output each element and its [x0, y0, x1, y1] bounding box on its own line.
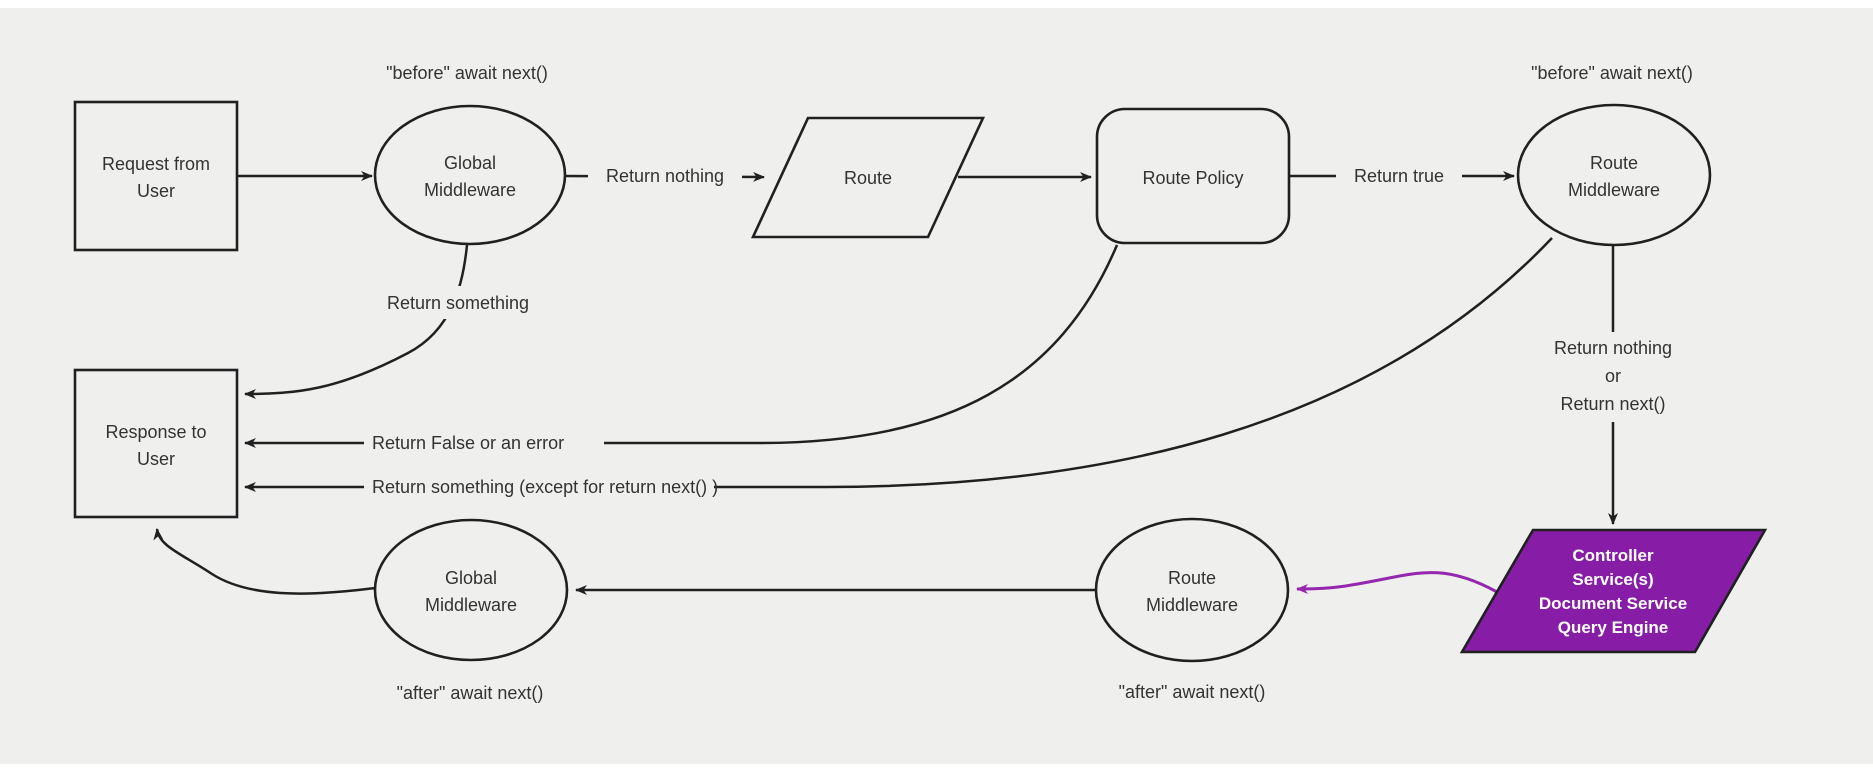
edge-route-middleware-return-something-except: [244, 237, 1553, 492]
global-middleware-bottom-line1: Global: [445, 568, 497, 588]
node-global-middleware-bottom: Global Middleware: [373, 518, 569, 662]
label-return-nothing: Return nothing: [606, 166, 724, 186]
controller-line2: Service(s): [1572, 570, 1653, 589]
global-middleware-bottom-ellipse: [373, 518, 569, 662]
label-bg: [366, 286, 550, 319]
label-return-something-except: Return something (except for return next…: [372, 477, 718, 497]
route-middleware-top-line1: Route: [1590, 153, 1638, 173]
label-before-await-right: "before" await next(): [1531, 63, 1693, 83]
label-after-await-right: "after" await next(): [1119, 682, 1266, 702]
request-label-line1: Request from: [102, 154, 210, 174]
label-return-nothing-or-line2: or: [1605, 366, 1621, 386]
edge-global-middleware-return-something: [244, 244, 469, 399]
edges: [153, 171, 1618, 595]
response-box: [73, 368, 239, 519]
controller-line1: Controller: [1572, 546, 1654, 565]
response-label-line1: Response to: [105, 422, 206, 442]
route-middleware-bottom-ellipse: [1094, 517, 1290, 663]
label-bg: [1336, 159, 1462, 192]
node-route-middleware-bottom: Route Middleware: [1094, 517, 1290, 663]
node-response-to-user: Response to User: [73, 368, 239, 519]
edge-controller-to-route-middleware-bottom: [1296, 571, 1498, 594]
global-middleware-top-ellipse: [373, 104, 567, 246]
controller-parallelogram: [1459, 528, 1768, 654]
node-route: Route: [750, 116, 986, 239]
node-request-from-user: Request from User: [73, 100, 239, 252]
label-return-false-or-error: Return False or an error: [372, 433, 564, 453]
controller-line4: Query Engine: [1558, 618, 1669, 637]
label-bg: [364, 426, 604, 460]
label-return-true: Return true: [1354, 166, 1444, 186]
edge-global-middleware-bottom-to-response: [153, 528, 376, 595]
controller-line3: Document Service: [1539, 594, 1687, 613]
node-global-middleware-top: Global Middleware: [373, 104, 567, 246]
label-bg: [1528, 332, 1698, 422]
route-middleware-top-line2: Middleware: [1568, 180, 1660, 200]
node-route-policy: Route Policy: [1095, 107, 1291, 245]
response-label-line2: User: [137, 449, 175, 469]
route-policy-box: [1095, 107, 1291, 245]
label-return-nothing-or-line3: Return next(): [1560, 394, 1665, 414]
route-parallelogram: [750, 116, 986, 239]
label-before-await-left: "before" await next(): [386, 63, 548, 83]
route-middleware-bottom-line2: Middleware: [1146, 595, 1238, 615]
node-route-middleware-top: Route Middleware: [1516, 103, 1712, 247]
label-bg: [364, 470, 714, 504]
route-label: Route: [844, 168, 892, 188]
route-middleware-bottom-line1: Route: [1168, 568, 1216, 588]
label-return-something: Return something: [387, 293, 529, 313]
global-middleware-bottom-line2: Middleware: [425, 595, 517, 615]
node-controller-services: Controller Service(s) Document Service Q…: [1459, 528, 1768, 654]
route-policy-label: Route Policy: [1142, 168, 1243, 188]
edge-route-policy-return-false: [244, 244, 1119, 448]
global-middleware-top-line2: Middleware: [424, 180, 516, 200]
request-box: [73, 100, 239, 252]
global-middleware-top-line1: Global: [444, 153, 496, 173]
label-return-nothing-or-line1: Return nothing: [1554, 338, 1672, 358]
request-label-line2: User: [137, 181, 175, 201]
label-bg: [588, 159, 742, 192]
label-after-await-left: "after" await next(): [397, 683, 544, 703]
route-middleware-top-ellipse: [1516, 103, 1712, 247]
edge-labels: "before" await next() "before" await nex…: [364, 63, 1698, 703]
